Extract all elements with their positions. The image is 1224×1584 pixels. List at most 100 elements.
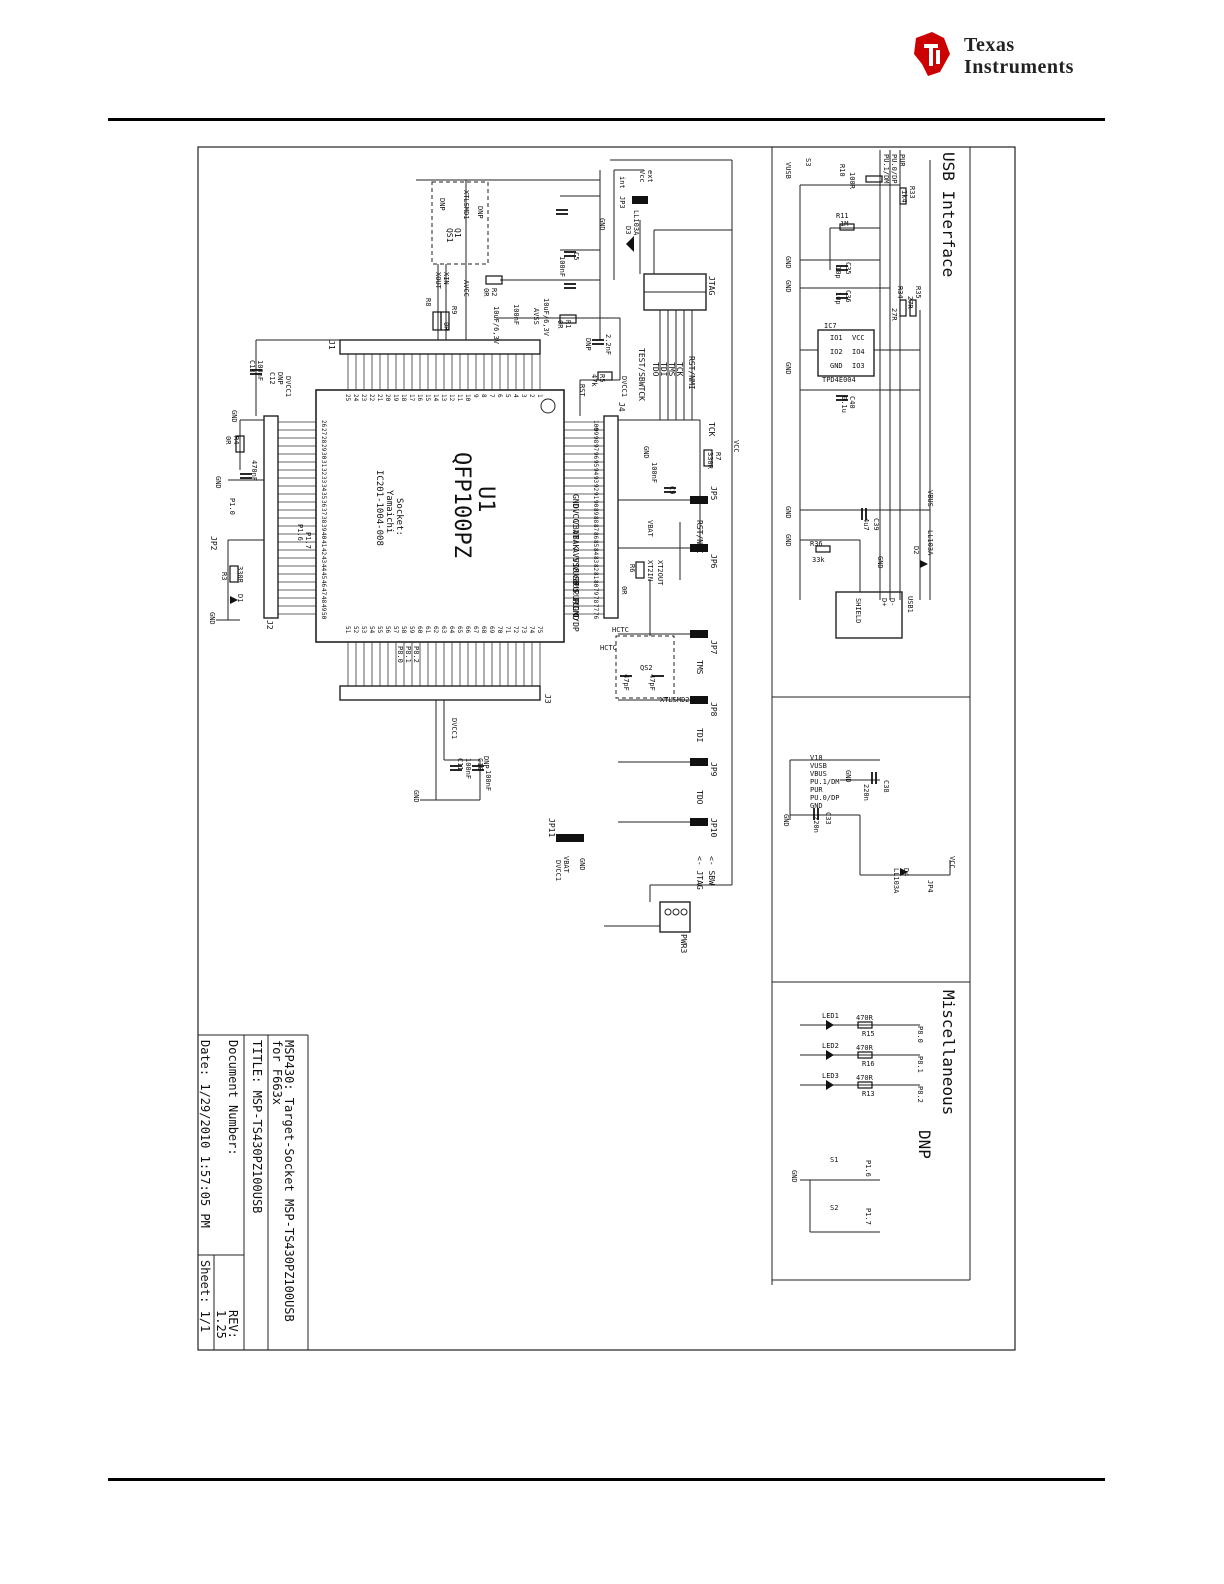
c2-dnp: DNP <box>476 206 484 219</box>
vbus-usb: VBUS <box>926 490 934 507</box>
j1-pin-number: 21 <box>376 394 383 402</box>
xtlsmd1-label: XTLSMD1 <box>462 190 470 220</box>
r11-value: 1M <box>840 220 849 228</box>
j3-pin-number: 64 <box>448 626 455 634</box>
d3-label: D3 <box>624 226 632 235</box>
section-misc-title: Miscellaneous <box>939 990 958 1116</box>
title-line1: MSP430: Target-Socket MSP-TS430PZ100USB <box>282 1040 296 1322</box>
footer-rule <box>108 1478 1105 1481</box>
p8-0-label: P8.0 <box>396 646 404 663</box>
tms-label: TMS <box>695 660 704 675</box>
j4-pin-number: 94 <box>592 468 599 476</box>
j2-pin-number: 36 <box>320 500 327 508</box>
r13-value: 470R <box>856 1074 873 1082</box>
p1-6-label: P1.6 <box>296 524 304 541</box>
r2-label: R2 <box>490 288 498 297</box>
pwr-pur: PUR <box>810 786 823 794</box>
title-name: TITLE: MSP-TS430PZ100USB <box>250 1040 264 1214</box>
c11-value: 100nF <box>464 758 472 780</box>
jtag-signal-test: TEST/SBWTCK <box>637 348 646 401</box>
c39-label: C39 <box>872 518 880 531</box>
r35-value: 27R <box>906 296 914 309</box>
c13-label: C13 <box>248 360 256 373</box>
title-line2: for F663x <box>270 1040 284 1106</box>
r15-value: 470R <box>856 1014 873 1022</box>
j4-pin-number: 95 <box>592 460 599 468</box>
j1-pin-number: 17 <box>408 394 415 402</box>
d2-value: LL103A <box>926 530 934 556</box>
r1-label: R1 <box>564 320 572 329</box>
j3-pin-number: 59 <box>408 626 415 634</box>
j1-pin-number: 8 <box>480 394 487 398</box>
r34-value: 27R <box>890 308 898 321</box>
j1-pin-number: 13 <box>440 394 447 402</box>
r9-label: R9 <box>450 306 458 315</box>
j2-pin-number: 33 <box>320 476 327 484</box>
jumper-jp10: JP10 <box>709 818 718 838</box>
j3-pin-number: 51 <box>344 626 351 634</box>
r1-value: 0R <box>556 320 564 329</box>
j3-pin-number: 66 <box>464 626 471 634</box>
vbat-j4: VBAT <box>646 520 654 537</box>
j2-pin-number: 41 <box>320 540 327 548</box>
brand-name-line2: Instruments <box>964 56 1074 78</box>
j4-pin-number: 92 <box>592 484 599 492</box>
j2-pin-number: 38 <box>320 516 327 524</box>
j3-pin-number: 60 <box>416 626 423 634</box>
ic7-vcc: VCC <box>852 334 865 342</box>
j4-pin-number: 91 <box>592 492 599 500</box>
c47-value-2: 47pF <box>648 674 656 691</box>
c14-value: 100nF <box>512 304 520 326</box>
c5-label: C5 <box>572 252 580 261</box>
led2-label: LED2 <box>822 1042 839 1050</box>
j3-pin-number: 55 <box>376 626 383 634</box>
tck-label: TCK <box>707 422 716 437</box>
rev-label: REV: <box>226 1310 240 1339</box>
tdi-label: TDI <box>695 728 704 743</box>
header-j4: J4 <box>617 402 626 412</box>
j2-pin-number: 37 <box>320 508 327 516</box>
j3-pin-number: 72 <box>512 626 519 634</box>
jtag-signal-tdo: TDO <box>651 362 660 377</box>
j3-pin-number: 68 <box>480 626 487 634</box>
j1-pin-number: 10 <box>464 394 471 402</box>
gnd-pwr-2: GND <box>782 814 790 827</box>
gnd-left-2: GND <box>214 476 222 489</box>
j1-pin-number: 14 <box>432 394 439 402</box>
dvcc1-jtag: DVCC1 <box>620 376 628 398</box>
header-jp11: JP11 <box>547 818 556 838</box>
j3-pin-number: 69 <box>488 626 495 634</box>
p8-2-label: P8.2 <box>412 646 420 663</box>
c10-value: 100nF <box>650 462 658 484</box>
gnd-jp11: GND <box>578 858 586 871</box>
c36-value: 10p <box>834 292 842 305</box>
j2-pin-number: 49 <box>320 604 327 612</box>
d4-value: LL103A <box>892 868 900 894</box>
j1-pin-number: 6 <box>496 394 503 398</box>
header-j3: J3 <box>543 694 552 704</box>
tpd-label: TPD4E004 <box>822 376 856 384</box>
gnd-bottom: GND <box>412 790 420 803</box>
d2-label: D2 <box>912 546 920 555</box>
j2-pin-number: 34 <box>320 484 327 492</box>
s1-label: S1 <box>830 1156 839 1164</box>
ic7-label: IC7 <box>824 322 837 330</box>
header-rule <box>108 118 1105 121</box>
avss-label: AVSS <box>532 308 540 325</box>
pwr-pu0: PU.0/DP <box>810 794 840 802</box>
j3-pin-number: 54 <box>368 626 375 634</box>
j2-pin-number: 43 <box>320 556 327 564</box>
s2-label: S2 <box>830 1204 839 1212</box>
r2-value: 0R <box>482 288 490 297</box>
r33-value: 1k4 <box>900 190 908 203</box>
pwr-gnd: GND <box>810 802 823 810</box>
pur-label: PUR <box>898 154 906 167</box>
header-pwr3: PWR3 <box>679 934 688 954</box>
hctc-label-2: HCTC <box>600 644 617 652</box>
r16-label: R16 <box>862 1060 875 1068</box>
j1-pin-number: 11 <box>456 394 463 402</box>
r7-value: 330R <box>706 452 714 469</box>
j2-pin-number: 44 <box>320 564 327 572</box>
r35-label: R35 <box>914 286 922 299</box>
j2-pin-number: 50 <box>320 612 327 620</box>
